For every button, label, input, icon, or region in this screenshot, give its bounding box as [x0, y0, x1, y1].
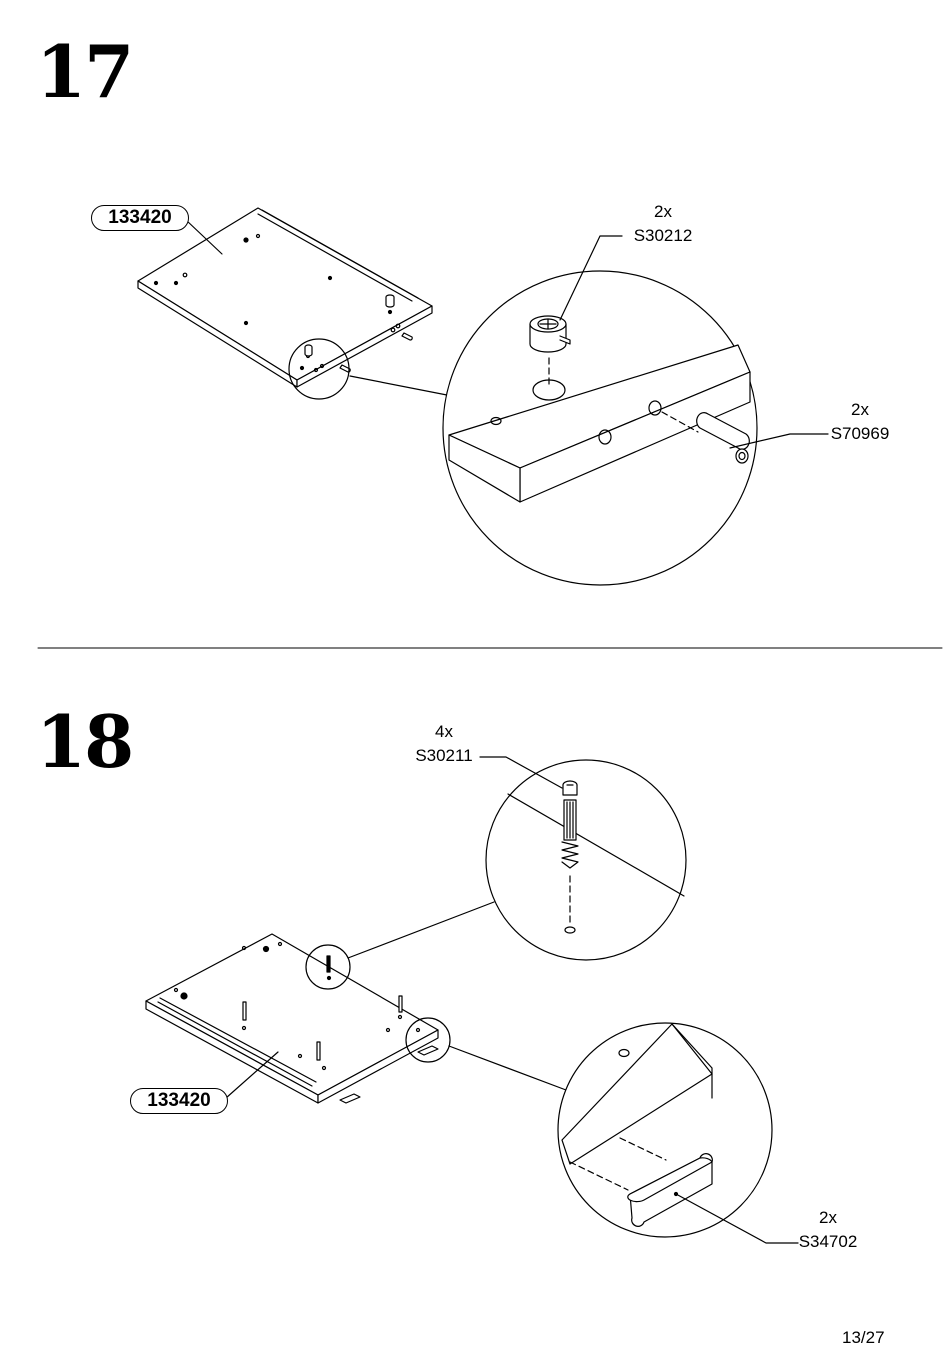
- hardware-qty: 4x: [435, 722, 453, 741]
- page-number: 13/27: [842, 1328, 885, 1347]
- hardware-callout: 2x S30212: [622, 200, 704, 248]
- hardware-code: S34702: [798, 1232, 858, 1251]
- hardware-callout: 4x S30211: [404, 720, 484, 768]
- step-18-panel: [145, 901, 567, 1104]
- step-number: 18: [36, 699, 134, 784]
- step-17-detail: [442, 235, 829, 586]
- hardware-qty: 2x: [851, 400, 869, 419]
- hardware-callout: 2x S70969: [822, 398, 898, 446]
- part-label: 133420: [91, 205, 189, 231]
- hardware-code: S70969: [830, 424, 890, 443]
- step-18-detail-glide: [557, 1022, 799, 1244]
- part-label: 133420: [130, 1088, 228, 1114]
- hardware-code: S30212: [633, 226, 693, 245]
- hardware-qty: 2x: [819, 1208, 837, 1227]
- hardware-callout: 2x S34702: [788, 1206, 868, 1254]
- step-18-detail-bolt: [479, 756, 687, 961]
- hardware-qty: 2x: [654, 202, 672, 221]
- step-17-panel: [137, 207, 453, 400]
- hardware-code: S30211: [415, 746, 473, 765]
- step-number: 17: [36, 29, 134, 114]
